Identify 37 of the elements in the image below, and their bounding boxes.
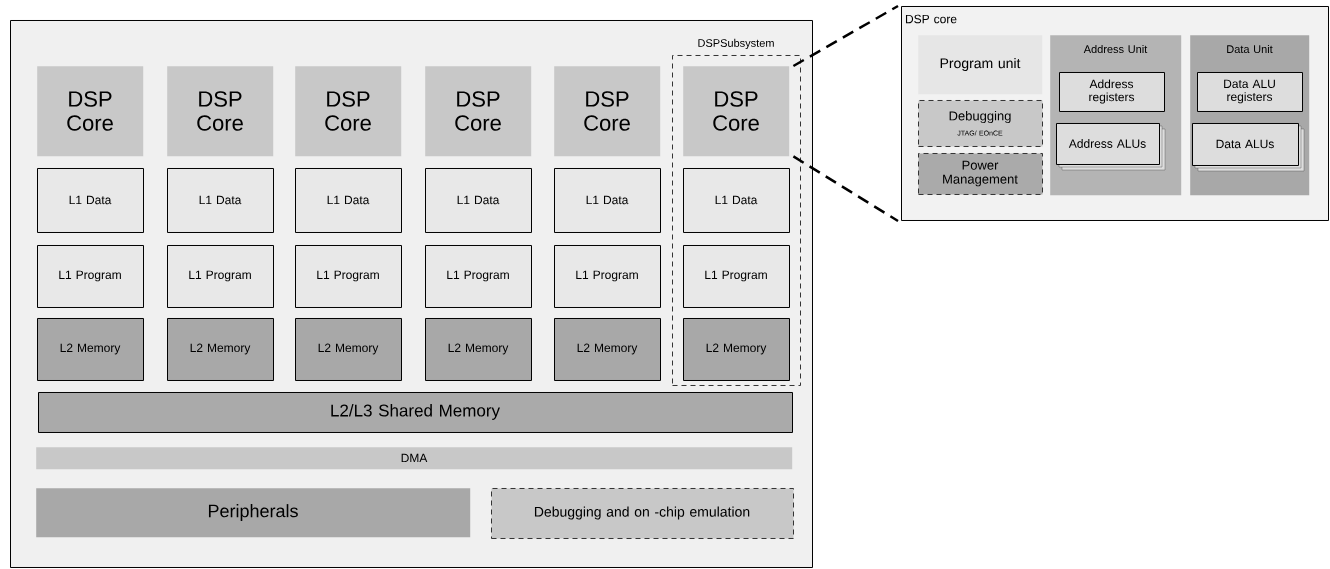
memory-box: L1 Data [167,168,274,233]
memory-box: L2 Memory [683,318,790,381]
memory-box: L2 Memory [167,318,274,381]
register-box: Data ALU registers [1197,72,1303,112]
node-label: DSPSubsystem [698,38,774,50]
memory-box: L1 Program [37,245,144,308]
bus-bar: DMA [36,447,793,470]
memory-box: L1 Data [554,168,661,233]
register-box: Address registers [1059,72,1165,112]
memory-box: L1 Program [425,245,532,308]
alu-stack: Data ALUs [1192,123,1305,172]
peripheral-block: Peripherals [36,488,471,538]
memory-box: L1 Data [37,168,144,233]
core-block: DSP Core [295,66,402,157]
core-block: DSP Core [425,66,532,157]
memory-box: L1 Program [167,245,274,308]
memory-box: L2 Memory [37,318,144,381]
memory-box: L2 Memory [554,318,661,381]
debug-box: Debugging and on -chip emulation [491,488,794,539]
memory-box: L2 Memory [425,318,532,381]
core-block: DSP Core [37,66,144,157]
memory-bar: L2/L3 Shared Memory [38,392,793,433]
unit-block: Program unit [918,35,1043,95]
memory-box: L1 Data [683,168,790,233]
core-block: DSP Core [683,66,790,157]
memory-box: L2 Memory [295,318,402,381]
zoom-line [792,155,899,223]
alu-stack: Address ALUs [1056,123,1166,171]
memory-box: L1 Program [295,245,402,308]
memory-box: L1 Program [683,245,790,308]
memory-box: L1 Data [425,168,532,233]
core-block: DSP Core [167,66,274,157]
zoom-line [792,4,899,68]
memory-box: L1 Program [554,245,661,308]
power-box: Power Management [918,153,1043,195]
memory-box: L1 Data [295,168,402,233]
core-block: DSP Core [554,66,661,157]
